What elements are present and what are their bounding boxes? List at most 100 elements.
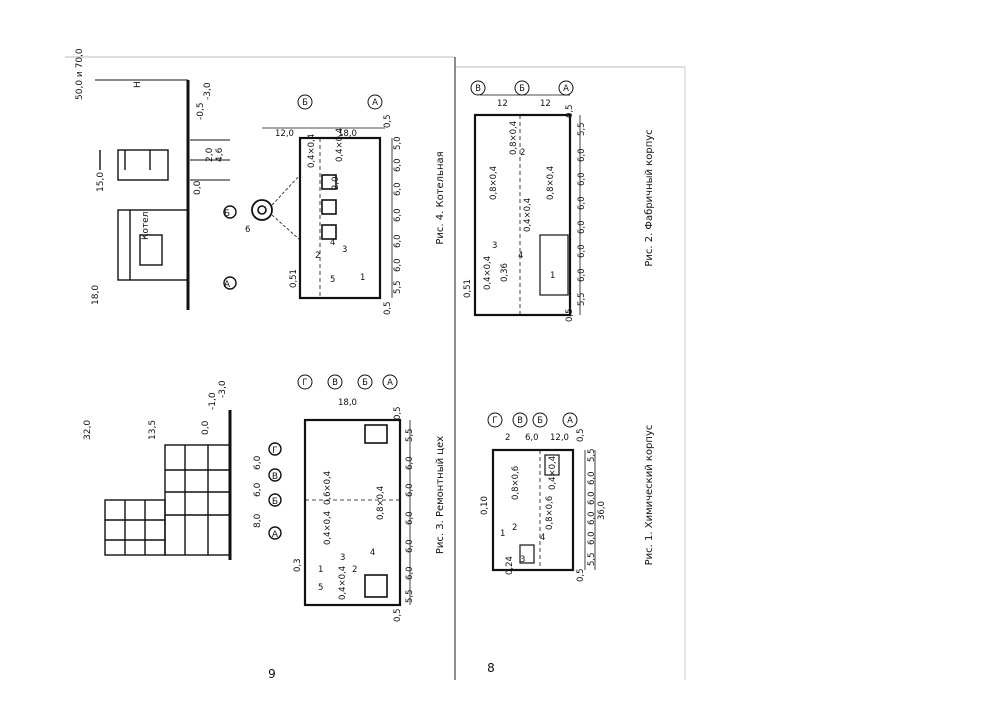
svg-text:3: 3 <box>340 553 345 563</box>
svg-text:5,0: 5,0 <box>393 136 403 150</box>
svg-text:6,0: 6,0 <box>577 172 587 186</box>
boiler-plan-labels: Б А 12,0 18,0 0,5 5,0 6,0 6,0 6,0 6,0 6,… <box>245 98 403 315</box>
svg-text:-0,5: -0,5 <box>196 102 206 120</box>
right-page-number: 8 <box>487 661 495 675</box>
svg-text:Г: Г <box>492 416 497 426</box>
svg-text:6,0: 6,0 <box>393 158 403 172</box>
svg-text:3: 3 <box>342 245 347 255</box>
svg-text:6,0: 6,0 <box>577 148 587 162</box>
svg-text:5,5: 5,5 <box>393 280 403 294</box>
svg-text:6,0: 6,0 <box>405 456 415 470</box>
svg-text:0,10: 0,10 <box>480 496 490 515</box>
svg-text:6,0: 6,0 <box>393 258 403 272</box>
svg-text:0,4×0,4: 0,4×0,4 <box>483 256 493 290</box>
repair-plan-drawing <box>297 374 411 607</box>
svg-text:6,0: 6,0 <box>393 234 403 248</box>
svg-text:12: 12 <box>497 99 508 109</box>
factory-plan-drawing <box>470 80 581 317</box>
svg-text:6,0: 6,0 <box>405 566 415 580</box>
svg-text:18,0: 18,0 <box>338 129 357 139</box>
svg-text:0,8×0,6: 0,8×0,6 <box>511 466 521 500</box>
svg-text:5,5: 5,5 <box>577 122 587 136</box>
repair-section-drawing <box>104 410 282 560</box>
repair-section-labels: 32,0 13,5 0,0 -1,0 -3,0 6,0 6,0 8,0 Г В … <box>83 380 279 540</box>
svg-text:Б: Б <box>519 84 525 94</box>
svg-text:2: 2 <box>505 433 510 443</box>
svg-text:18,0: 18,0 <box>91 285 101 305</box>
svg-text:0,5: 0,5 <box>383 301 393 315</box>
boiler-section-drawing <box>95 79 237 310</box>
svg-text:13,5: 13,5 <box>148 420 158 440</box>
svg-text:6,0: 6,0 <box>393 208 403 222</box>
svg-text:0,8×0,4: 0,8×0,4 <box>376 486 386 520</box>
svg-text:0,4×0,4: 0,4×0,4 <box>338 566 348 600</box>
svg-text:0,0: 0,0 <box>193 180 203 195</box>
svg-text:В: В <box>517 416 523 426</box>
svg-text:Б: Б <box>537 416 543 426</box>
svg-text:4,6: 4,6 <box>215 147 225 162</box>
svg-text:0,8×0,4: 0,8×0,4 <box>546 166 556 200</box>
svg-text:Г: Г <box>302 378 307 388</box>
figure-1-caption: Рис. 1. Химический корпус <box>644 425 655 566</box>
figure-3-caption: Рис. 3. Ремонтный цех <box>435 436 446 554</box>
svg-text:5,5: 5,5 <box>405 428 415 442</box>
svg-text:0,5: 0,5 <box>393 608 403 622</box>
svg-text:6,0: 6,0 <box>587 511 597 525</box>
svg-text:0,0: 0,0 <box>201 420 211 435</box>
svg-text:1: 1 <box>500 529 505 539</box>
svg-text:Котел: Котел <box>141 212 151 240</box>
svg-text:0,4×0,4: 0,4×0,4 <box>548 456 558 490</box>
svg-text:6,0: 6,0 <box>405 511 415 525</box>
svg-text:0,24: 0,24 <box>505 556 515 575</box>
svg-text:Б: Б <box>224 209 230 219</box>
svg-text:А: А <box>224 280 231 290</box>
repair-plan-labels: Г В Б А 18,0 0,5 5,5 6,0 6,0 6,0 6,0 6,0… <box>293 378 415 622</box>
svg-text:5,5: 5,5 <box>587 552 597 566</box>
svg-text:-3,0: -3,0 <box>218 380 228 398</box>
svg-text:В: В <box>272 472 278 482</box>
svg-text:0,5: 0,5 <box>565 104 575 118</box>
svg-text:0,6×0,4: 0,6×0,4 <box>323 471 333 505</box>
svg-text:0,5: 0,5 <box>576 568 586 582</box>
svg-text:6,0: 6,0 <box>253 455 263 470</box>
svg-text:1: 1 <box>360 273 365 283</box>
svg-text:0,4×0,4: 0,4×0,4 <box>335 128 345 162</box>
svg-text:6,0: 6,0 <box>393 182 403 196</box>
svg-text:2: 2 <box>512 523 517 533</box>
svg-text:6,0: 6,0 <box>253 482 263 497</box>
svg-text:5,5: 5,5 <box>577 292 587 306</box>
svg-text:0,8×0,6: 0,8×0,6 <box>545 496 555 530</box>
svg-text:В: В <box>332 378 338 388</box>
chemical-plan-drawing <box>487 412 596 572</box>
svg-text:-1,0: -1,0 <box>208 392 218 410</box>
svg-text:0,5: 0,5 <box>565 308 575 322</box>
svg-text:6,0: 6,0 <box>587 471 597 485</box>
svg-text:0,5: 0,5 <box>393 406 403 420</box>
svg-text:H: H <box>133 81 143 88</box>
figure-2-caption: Рис. 2. Фабричный корпус <box>644 129 655 266</box>
svg-text:4: 4 <box>370 548 375 558</box>
svg-text:8,0: 8,0 <box>253 513 263 528</box>
svg-text:6,0: 6,0 <box>577 196 587 210</box>
svg-text:-3,0: -3,0 <box>203 82 213 100</box>
svg-text:0,36: 0,36 <box>500 263 510 282</box>
svg-text:6,0: 6,0 <box>525 433 539 443</box>
svg-text:А: А <box>387 378 393 388</box>
svg-text:6,0: 6,0 <box>577 268 587 282</box>
svg-text:А: А <box>272 530 279 540</box>
svg-text:50,0 и 70,0: 50,0 и 70,0 <box>75 48 85 100</box>
svg-text:Б: Б <box>302 98 308 108</box>
svg-text:5,5: 5,5 <box>587 448 597 462</box>
svg-text:2: 2 <box>315 251 320 261</box>
svg-text:0,5: 0,5 <box>383 114 393 128</box>
svg-text:Б: Б <box>362 378 368 388</box>
svg-text:6: 6 <box>245 225 250 235</box>
svg-text:2,0: 2,0 <box>205 147 215 162</box>
svg-text:0,51: 0,51 <box>289 269 299 288</box>
svg-text:5: 5 <box>330 275 335 285</box>
chemical-plan-labels: Г В Б А 2 6,0 12,0 0,5 5,5 6,0 6,0 6,0 6… <box>480 416 607 582</box>
svg-text:15,0: 15,0 <box>96 172 106 192</box>
svg-text:0,4×0,4: 0,4×0,4 <box>323 511 333 545</box>
svg-text:12,0: 12,0 <box>275 129 294 139</box>
